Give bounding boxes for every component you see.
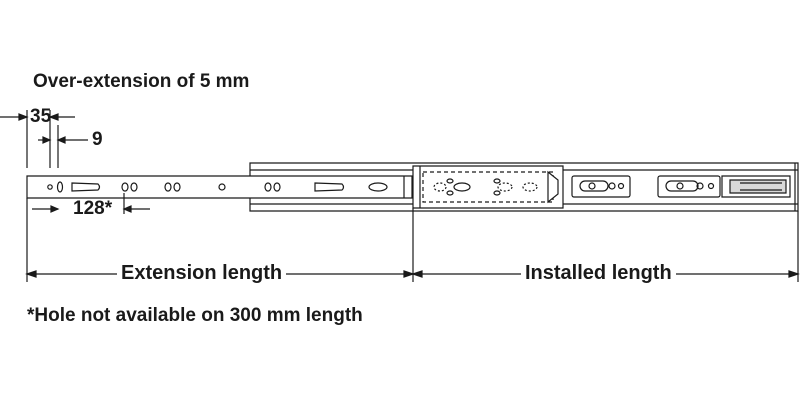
footnote: *Hole not available on 300 mm length <box>27 305 363 326</box>
cage-ball-3 <box>498 183 512 191</box>
inner-hole-pair-3b <box>274 183 280 191</box>
arrow-128-left <box>51 206 58 212</box>
inner-hole-front <box>48 185 52 189</box>
arrow-installed-right <box>789 271 798 277</box>
outer-slot-2 <box>658 176 720 197</box>
outer-hole-5 <box>697 183 703 189</box>
inner-keyhole-1 <box>72 183 100 191</box>
cage-ball-8 <box>494 191 500 195</box>
dim-label-35: 35 <box>30 106 52 127</box>
outer-slot-1-inner <box>580 181 608 191</box>
outer-slot-2-inner <box>666 181 698 191</box>
outer-hole-2 <box>609 183 615 189</box>
arrow-extension-left <box>27 271 36 277</box>
dim-128-group <box>32 193 150 214</box>
intermediate-rail <box>413 166 563 208</box>
cage-ball-4 <box>523 183 537 191</box>
inner-keyhole-2 <box>315 183 344 191</box>
rear-bracket-latch <box>730 180 786 193</box>
arrow-9-left <box>43 137 50 143</box>
inner-slot-rear <box>369 183 387 191</box>
cage-ball-6 <box>447 191 453 195</box>
inner-hole-pair-1a <box>122 183 128 191</box>
outer-hole-1 <box>589 183 595 189</box>
inner-hole-pair-2a <box>165 183 171 191</box>
arrow-installed-left <box>413 271 422 277</box>
intermediate-rail-stop <box>548 172 558 202</box>
dim-label-9: 9 <box>92 129 103 150</box>
inner-slot-front <box>58 182 63 192</box>
cage-ball-1 <box>434 183 446 191</box>
dim-label-installed-length: Installed length <box>521 263 676 283</box>
outer-hole-4 <box>677 183 683 189</box>
arrow-extension-right <box>404 271 413 277</box>
outer-hole-6 <box>709 184 714 189</box>
inner-hole-single <box>219 184 225 190</box>
cage-ball-2 <box>454 183 470 191</box>
cage-ball-5 <box>447 179 453 183</box>
outer-hole-3 <box>619 184 624 189</box>
inner-hole-pair-1b <box>131 183 137 191</box>
inner-rail <box>27 176 412 198</box>
outer-slot-1 <box>572 176 630 197</box>
arrow-35-left <box>19 114 27 120</box>
intermediate-rail-body <box>413 166 563 208</box>
dim-label-extension-length: Extension length <box>117 263 287 283</box>
dim-label-128: 128* <box>71 198 115 219</box>
outer-rail-holes <box>572 176 790 197</box>
inner-hole-pair-3a <box>265 183 271 191</box>
diagram-title: Over-extension of 5 mm <box>33 71 250 92</box>
arrow-35-right <box>50 114 58 120</box>
arrow-128-right <box>124 206 131 212</box>
inner-hole-pair-2b <box>174 183 180 191</box>
cage-ball-7 <box>494 179 500 183</box>
dim-35-group <box>0 110 88 168</box>
ball-cage <box>423 172 553 202</box>
arrow-9-right <box>58 137 65 143</box>
